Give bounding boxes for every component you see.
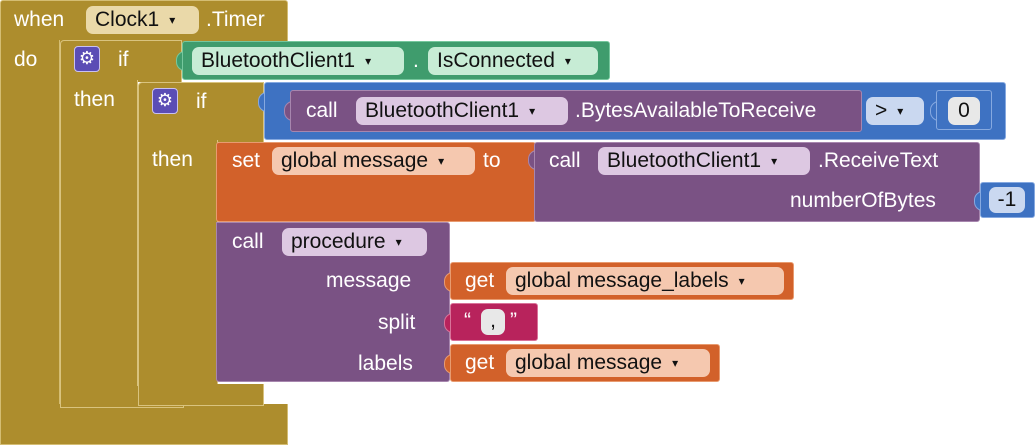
event-block-bottom: [0, 404, 288, 445]
event-name-label: .Timer: [206, 8, 265, 31]
arg-label-split: split: [378, 311, 416, 334]
quote-open-label: “: [464, 309, 471, 332]
then-label-outer: then: [74, 88, 115, 111]
dropdown-arrow-icon[interactable]: ▾: [365, 54, 372, 68]
then-label-inner: then: [152, 148, 193, 171]
number-field-zero[interactable]: 0: [948, 97, 980, 125]
dropdown-arrow-icon[interactable]: ▾: [169, 13, 176, 27]
dropdown-arrow-icon[interactable]: ▾: [529, 104, 536, 118]
dot-label: .: [413, 49, 419, 72]
number-field-minus-one[interactable]: -1: [989, 187, 1025, 213]
to-label: to: [483, 149, 501, 172]
dropdown-arrow-icon[interactable]: ▾: [738, 274, 745, 288]
if-label-outer: if: [118, 48, 129, 71]
event-block-body-left: [0, 40, 60, 406]
variable-dropdown-global-message-labels[interactable]: global message_labels▾: [506, 267, 784, 295]
component-dropdown-bluetooth-2[interactable]: BluetoothClient1▾: [356, 97, 568, 125]
call-procedure-block-body: [216, 260, 450, 382]
dropdown-arrow-icon[interactable]: ▾: [672, 356, 679, 370]
dropdown-arrow-icon[interactable]: ▾: [438, 154, 445, 168]
property-dropdown-isconnected[interactable]: IsConnected▾: [428, 47, 598, 75]
text-field-comma[interactable]: ,: [481, 309, 505, 335]
dropdown-arrow-icon[interactable]: ▾: [771, 154, 778, 168]
variable-dropdown-global-message-2[interactable]: global message▾: [506, 349, 710, 377]
variable-dropdown-global-message-1[interactable]: global message▾: [272, 147, 475, 175]
dropdown-arrow-icon[interactable]: ▾: [564, 54, 571, 68]
do-label: do: [14, 48, 38, 71]
if-block-inner-bottom: [138, 384, 264, 406]
arg-label-labels: labels: [358, 352, 413, 375]
param-label-number-of-bytes: numberOfBytes: [790, 189, 936, 212]
component-dropdown-bluetooth-1[interactable]: BluetoothClient1▾: [192, 47, 404, 75]
quote-close-label: ”: [510, 309, 517, 332]
if-label-inner: if: [196, 90, 207, 113]
get-label: get: [465, 351, 495, 374]
call-label: call: [232, 230, 264, 253]
operator-dropdown[interactable]: >▾: [866, 97, 924, 125]
get-label: get: [465, 269, 495, 292]
if-block-outer-body: [60, 80, 138, 406]
if-block-inner-body: [138, 140, 218, 386]
method-label-receive-text: .ReceiveText: [818, 149, 939, 172]
procedure-dropdown[interactable]: procedure▾: [282, 228, 427, 256]
when-label: when: [14, 8, 65, 31]
dropdown-arrow-icon[interactable]: ▾: [897, 104, 904, 118]
arg-label-message: message: [326, 269, 412, 292]
call-label: call: [549, 149, 581, 172]
set-label: set: [232, 149, 261, 172]
component-dropdown-bluetooth-3[interactable]: BluetoothClient1▾: [598, 147, 810, 175]
call-label: call: [306, 99, 338, 122]
dropdown-arrow-icon[interactable]: ▾: [395, 235, 402, 249]
gear-icon[interactable]: ⚙: [152, 88, 178, 114]
component-dropdown-clock1[interactable]: Clock1▾: [86, 6, 199, 34]
gear-icon[interactable]: ⚙: [74, 46, 100, 72]
method-label-bytes-available: .BytesAvailableToReceive: [575, 99, 817, 122]
